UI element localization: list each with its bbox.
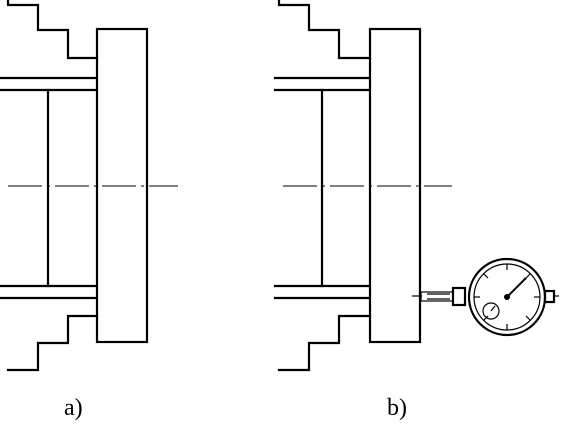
- indicator-stem: [420, 291, 454, 302]
- indicator-stem-collar: [451, 286, 467, 307]
- revolution-counter: [482, 302, 500, 320]
- indicator-back-cap: [543, 289, 556, 304]
- dial-indicator-icon: [412, 257, 559, 337]
- chuck-jaw-upper-b: [277, 0, 372, 60]
- dial-ticks: [474, 264, 540, 330]
- chuck-jaw-lower-a: [6, 314, 99, 372]
- revolution-counter-needle: [490, 305, 496, 312]
- view-a: [0, 0, 178, 372]
- chuck-jaw-upper-a: [6, 0, 99, 60]
- caption-b: b): [387, 395, 407, 421]
- dial-needle: [506, 277, 527, 298]
- view-b: [273, 0, 559, 372]
- caption-a: a): [64, 395, 83, 421]
- dial-hub: [504, 294, 510, 300]
- chuck-jaw-lower-b: [277, 314, 372, 372]
